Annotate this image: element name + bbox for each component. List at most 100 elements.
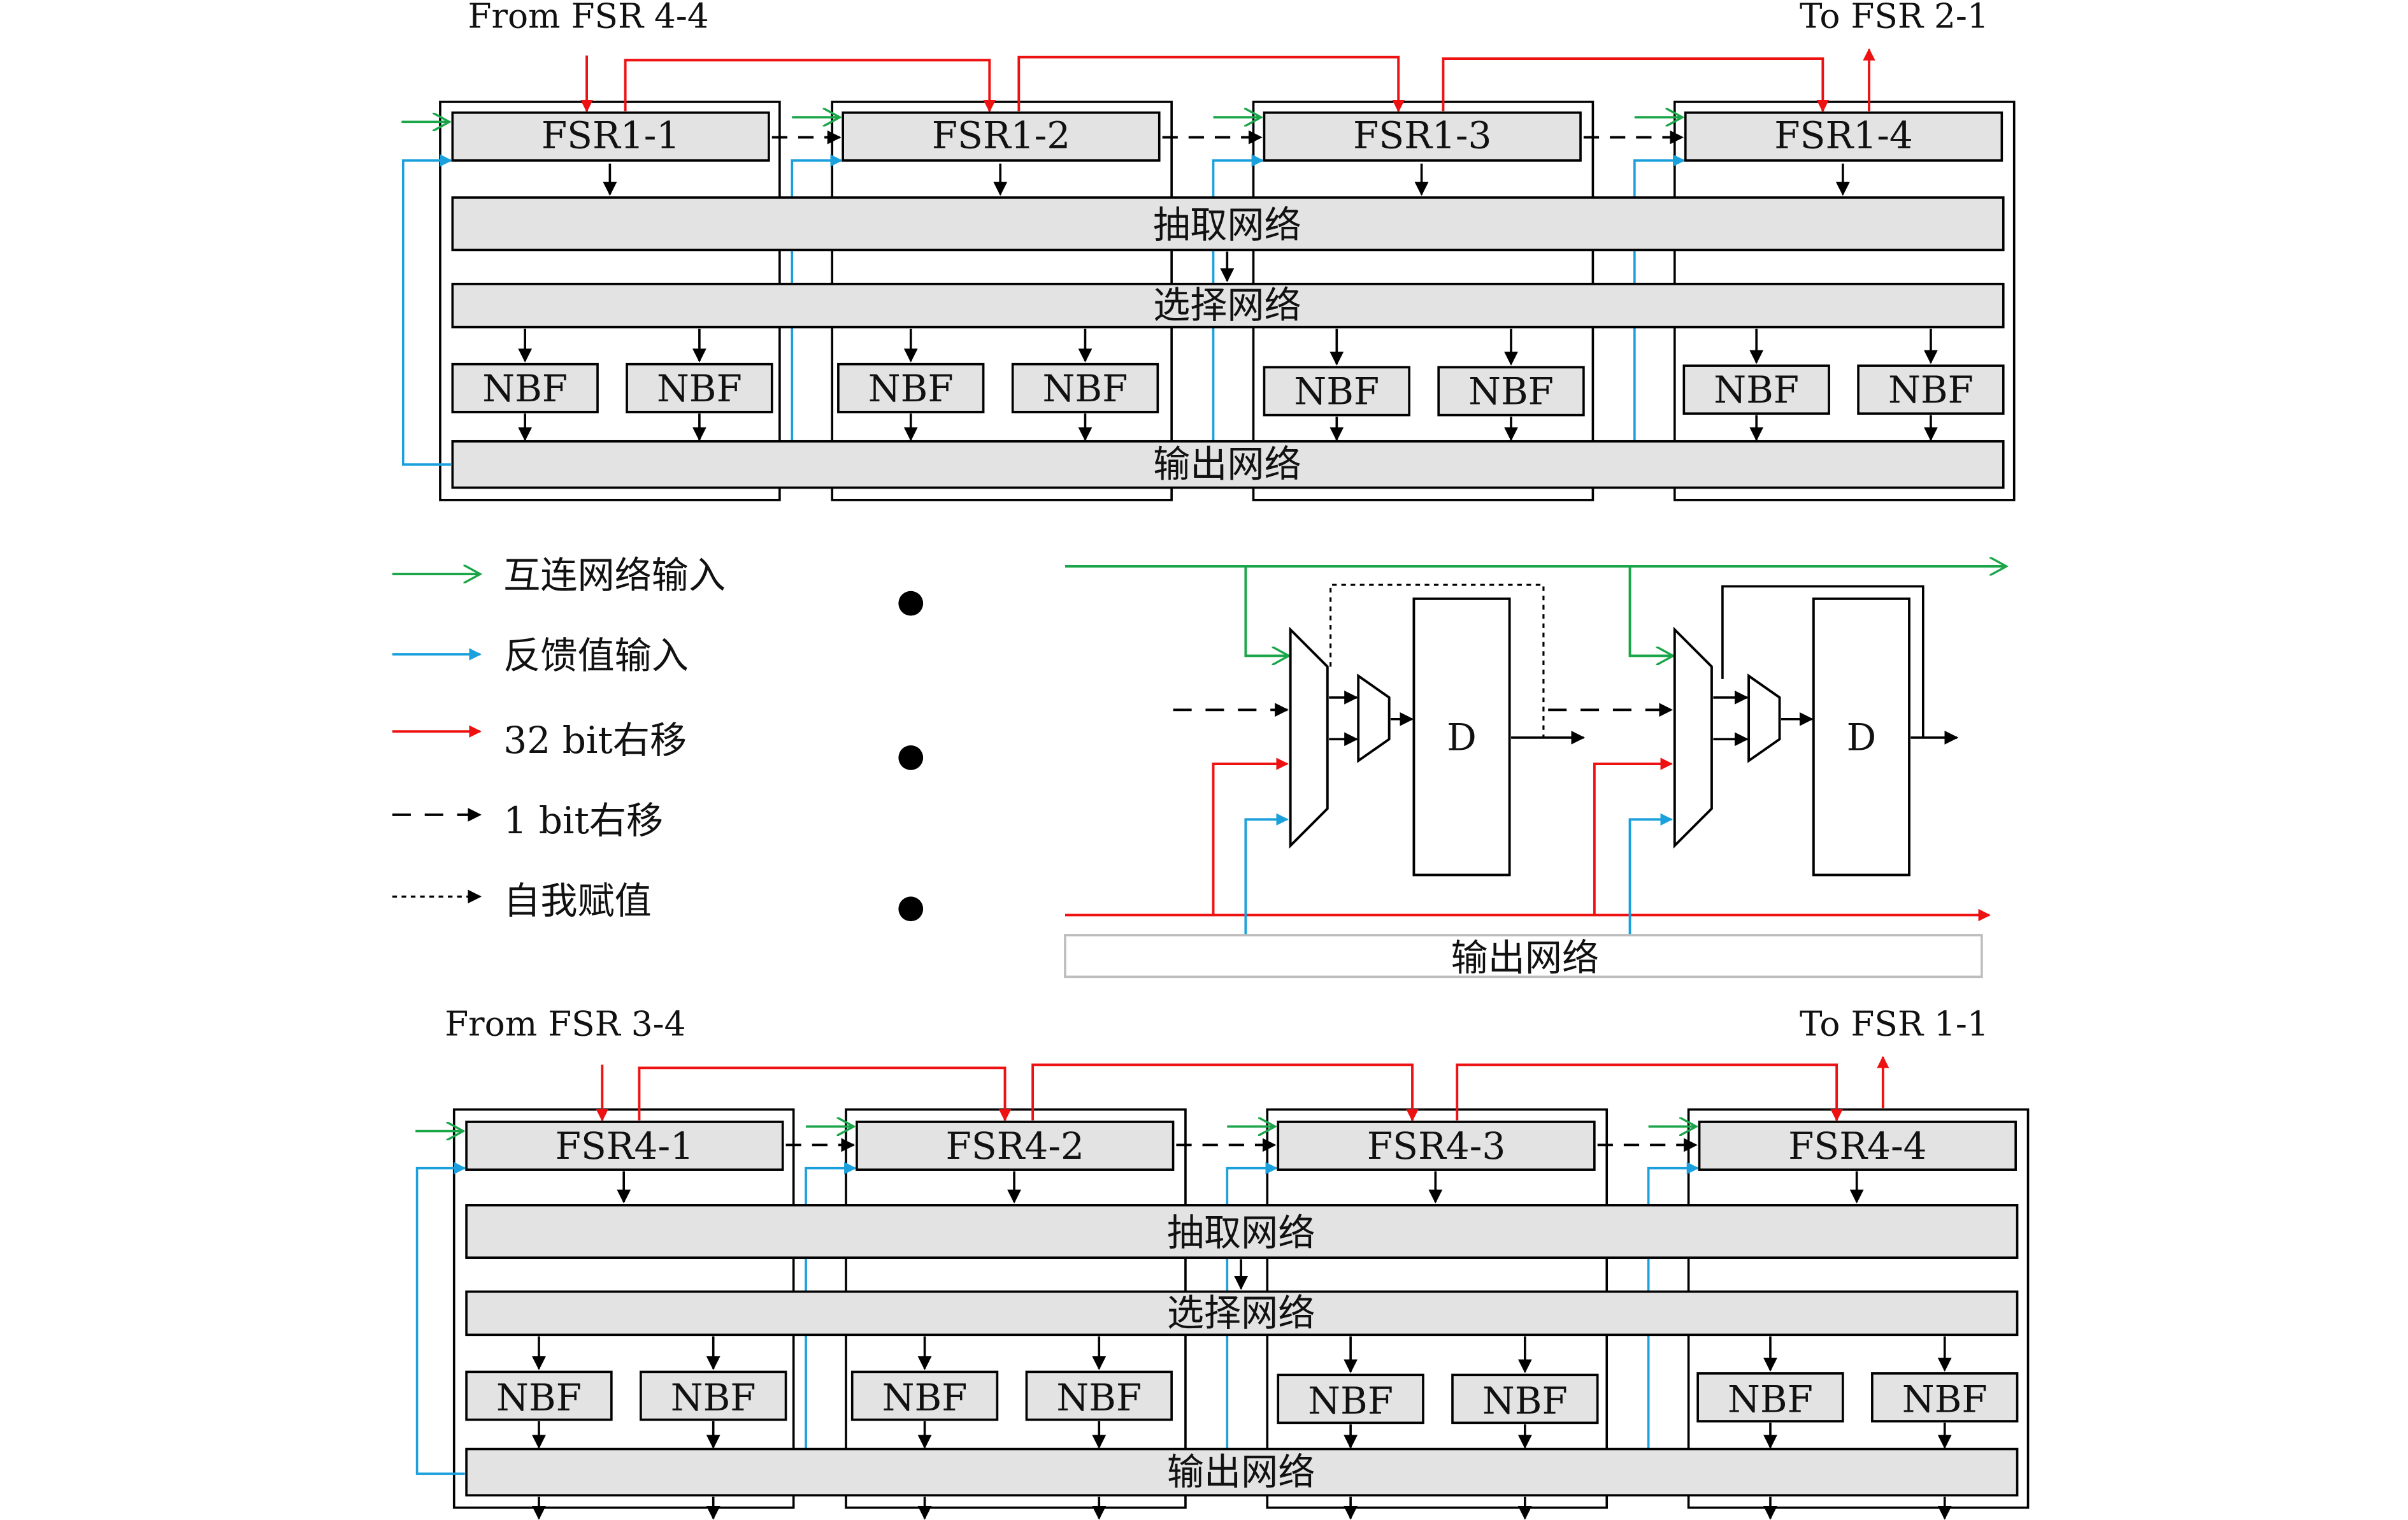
bottom-nbf-box-7	[1696, 1372, 1844, 1423]
bottom-fsr-label-1: FSR4-1	[555, 1124, 694, 1168]
legend-label-5: 自我赋值	[503, 879, 652, 922]
top-nbf-box-1	[451, 362, 599, 413]
top-nbf-box-2	[626, 362, 773, 413]
bottom-extract-network	[465, 1204, 2019, 1259]
detail-d-label-1: D	[1447, 715, 1477, 759]
detail-d-flipflop-2	[1812, 597, 1910, 877]
top-fsr-box-1	[451, 111, 770, 162]
bottom-extract-label: 抽取网络	[1167, 1211, 1315, 1254]
top-blue-fb-2	[791, 154, 843, 441]
bottom-output-label: 输出网络	[1167, 1450, 1315, 1493]
top-block: From FSR 4-4 To FSR 2-1	[401, 0, 2016, 501]
bottom-nbf-label-2: NBF	[671, 1376, 756, 1419]
bottom-nbf-box-8	[1871, 1372, 2019, 1423]
bottom-nbf-label-4: NBF	[1056, 1376, 1142, 1419]
detail-blue-tap-2	[1628, 813, 1673, 935]
bottom-block: From FSR 3-4 To FSR 1-1 FSR4-1	[415, 1004, 2030, 1520]
ellipsis-dot-3	[898, 896, 924, 922]
bottom-fsr-box-4	[1698, 1121, 2017, 1171]
top-nbf-box-4	[1011, 362, 1159, 413]
top-from-label: From FSR 4-4	[468, 0, 709, 36]
top-fsr-box-3	[1263, 111, 1582, 162]
detail-output-label: 输出网络	[1451, 936, 1600, 980]
top-fsr-label-3: FSR1-3	[1353, 114, 1492, 157]
detail-red-tap-1	[1212, 757, 1289, 915]
top-nbf-label-3: NBF	[868, 367, 954, 410]
bottom-fsr-label-2: FSR4-2	[946, 1124, 1085, 1168]
top-nbf-label-5: NBF	[1294, 370, 1379, 413]
detail-small-mux-2	[1747, 673, 1781, 763]
bottom-nbf-label-3: NBF	[882, 1376, 968, 1419]
bottom-blue-fb-2	[805, 1162, 857, 1449]
legend: 互连网络输入 反馈值输入 32 bit右移 1 bit右移 自我赋值	[392, 554, 726, 922]
top-nbf-box-6	[1437, 366, 1585, 417]
bottom-nbf-label-7: NBF	[1728, 1377, 1813, 1421]
bottom-nbf-label-6: NBF	[1482, 1379, 1568, 1423]
bottom-nbf-label-8: NBF	[1902, 1377, 1988, 1421]
detail-dotted-loop-1	[1329, 584, 1545, 738]
bottom-nbf-row: NBF NBF NBF NBF NBF NBF NBF NBF	[465, 1370, 2019, 1424]
top-nbf-label-4: NBF	[1043, 367, 1128, 410]
bottom-nbf-box-3	[850, 1370, 999, 1421]
bottom-nbf-label-5: NBF	[1308, 1379, 1393, 1423]
bottom-fsr-label-4: FSR4-4	[1788, 1124, 1927, 1168]
legend-label-1: 互连网络输入	[503, 554, 726, 597]
detail-mux-1	[1289, 626, 1329, 849]
top-fsr-row: FSR1-1 FSR1-2 FSR1-3 FSR1-4	[451, 111, 2003, 162]
top-nbf-label-7: NBF	[1714, 368, 1799, 412]
top-nbf-box-8	[1857, 364, 2005, 415]
top-fsr-label-2: FSR1-2	[932, 114, 1071, 157]
top-blue-fb-4	[1633, 154, 1686, 441]
detail-small-mux-1	[1357, 673, 1391, 763]
top-select-network	[451, 282, 2005, 329]
top-nbf-box-3	[837, 362, 985, 413]
top-nbf-label-1: NBF	[482, 367, 568, 410]
bottom-from-label: From FSR 3-4	[445, 1004, 685, 1043]
detail-green-tap-2	[1628, 566, 1673, 656]
bottom-output-network	[465, 1447, 2019, 1497]
top-blue-fb-1	[401, 154, 452, 466]
top-nbf-label-6: NBF	[1468, 370, 1554, 413]
vertical-ellipsis	[898, 591, 924, 922]
bit-cell-detail: 输出网络 D D	[1064, 566, 2007, 980]
top-fsr-label-4: FSR1-4	[1774, 114, 1913, 157]
bottom-fsr-row: FSR4-1 FSR4-2 FSR4-3 FSR4-4	[465, 1121, 2017, 1171]
top-nbf-row: NBF NBF NBF NBF NBF NBF NBF NBF	[451, 362, 2005, 417]
bottom-nbf-box-1	[465, 1370, 613, 1421]
top-red-3-4	[1442, 57, 1830, 113]
top-red-2-3	[1017, 55, 1405, 113]
detail-mux-2	[1673, 626, 1713, 849]
ellipsis-dot-1	[898, 591, 924, 616]
bottom-nbf-box-5	[1277, 1373, 1424, 1424]
detail-output-network	[1064, 934, 1983, 979]
detail-d-label-2: D	[1847, 715, 1877, 759]
detail-loop-2	[1721, 585, 1924, 738]
bottom-select-label: 选择网络	[1167, 1291, 1315, 1335]
detail-green-tap-1	[1244, 566, 1289, 656]
bottom-select-network	[465, 1290, 2019, 1337]
bottom-nbf-label-1: NBF	[496, 1376, 582, 1419]
bottom-red-3-4	[1456, 1063, 1843, 1122]
detail-d-flipflop-1	[1412, 597, 1511, 877]
ellipsis-dot-2	[898, 745, 924, 770]
bottom-nbf-box-6	[1451, 1373, 1599, 1424]
legend-label-3: 32 bit右移	[503, 719, 687, 762]
legend-label-2: 反馈值输入	[503, 634, 689, 677]
top-extract-label: 抽取网络	[1153, 203, 1301, 247]
bottom-to-label: To FSR 1-1	[1800, 1004, 1989, 1043]
top-extract-network	[451, 196, 2005, 252]
bottom-nbf-box-2	[640, 1370, 787, 1421]
bottom-red-2-3	[1031, 1063, 1419, 1122]
bottom-blue-fb-3	[1226, 1162, 1278, 1449]
top-nbf-box-5	[1263, 366, 1410, 417]
detail-blue-tap-1	[1244, 813, 1289, 935]
top-output-network	[451, 440, 2005, 489]
top-nbf-label-2: NBF	[657, 367, 742, 410]
top-fsr-box-2	[842, 111, 1161, 162]
top-blue-fb-3	[1212, 154, 1264, 441]
top-fsr-label-1: FSR1-1	[541, 114, 680, 157]
top-nbf-box-7	[1682, 364, 1830, 415]
legend-label-4: 1 bit右移	[503, 799, 663, 842]
bottom-fsr-box-3	[1277, 1121, 1596, 1171]
